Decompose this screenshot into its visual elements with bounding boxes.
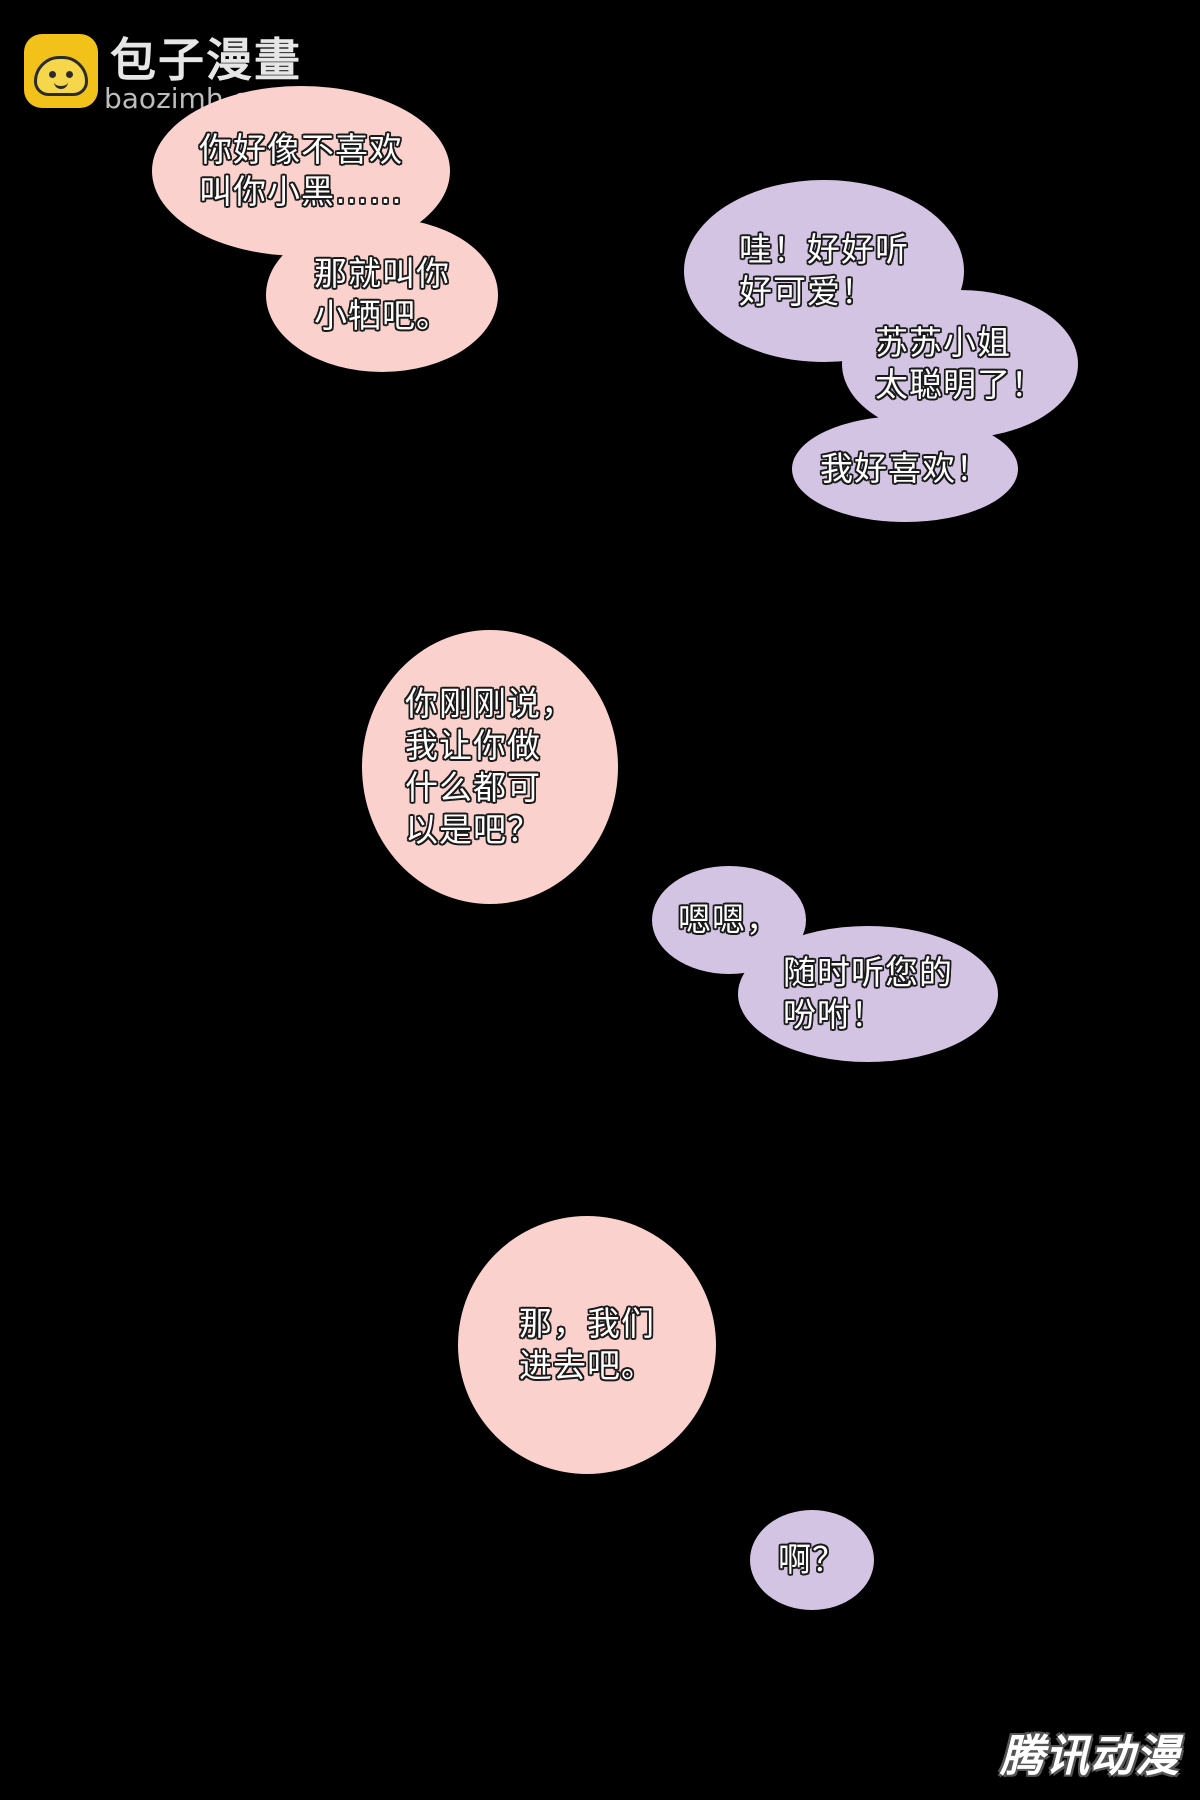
bubble-text: 那就叫你 小牺吧。 (314, 254, 450, 335)
bubble-text: 随时听您的 吩咐！ (783, 953, 953, 1034)
bubble-text: 我好喜欢！ (820, 449, 990, 488)
bun-face-icon (24, 34, 98, 108)
speech-bubble-9: 那，我们 进去吧。 (458, 1216, 716, 1474)
speech-bubble-8: 随时听您的 吩咐！ (738, 926, 998, 1062)
speech-bubble-4: 苏苏小姐 太聪明了！ (842, 290, 1078, 438)
speech-bubble-2: 那就叫你 小牺吧。 (266, 218, 498, 372)
watermark-bottom: 腾讯动漫 (1000, 1731, 1180, 1782)
speech-bubble-6: 你刚刚说， 我让你做 什么都可 以是吧？ (362, 630, 618, 904)
bubble-text: 你好像不喜欢 叫你小黑…… (199, 130, 403, 211)
bubble-text: 苏苏小姐 太聪明了！ (875, 323, 1045, 404)
speech-bubble-10: 啊？ (750, 1510, 874, 1610)
speech-bubble-1: 你好像不喜欢 叫你小黑…… (152, 86, 450, 256)
bubble-text: 啊？ (778, 1540, 846, 1579)
watermark-name: 包子漫畫 (110, 33, 302, 87)
speech-bubble-5: 我好喜欢！ (792, 416, 1018, 522)
bubble-text: 嗯嗯， (678, 900, 780, 939)
bubble-text: 哇！好好听 好可爱！ (739, 230, 909, 311)
bubble-text: 那，我们 进去吧。 (519, 1304, 655, 1385)
bubble-text: 你刚刚说， 我让你做 什么都可 以是吧？ (405, 684, 575, 849)
speech-bubble-7: 嗯嗯， (652, 866, 806, 974)
